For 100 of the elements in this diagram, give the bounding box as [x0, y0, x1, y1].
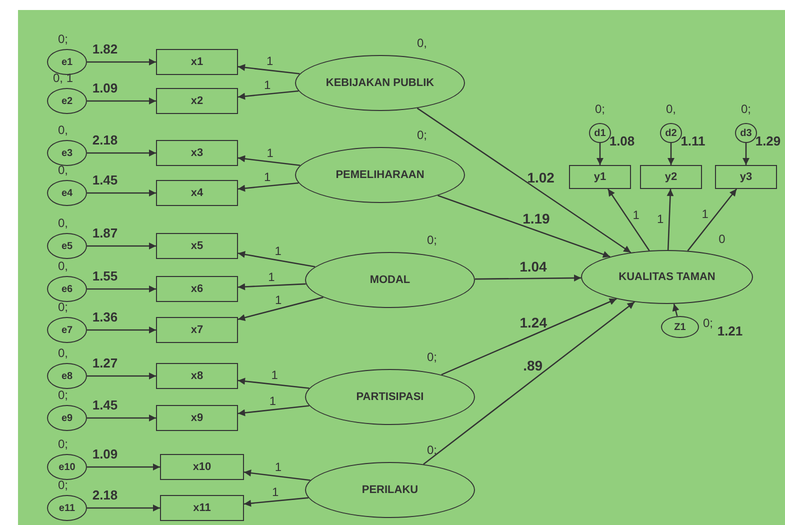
indicator-box	[156, 276, 238, 302]
parameter-label: 0;	[58, 436, 68, 453]
node-label: x6	[190, 282, 204, 297]
parameter-label: 0,	[58, 162, 68, 179]
arrow	[87, 242, 156, 250]
indicator-box	[160, 495, 244, 521]
edge-label: 1	[269, 392, 276, 410]
edge-label: 1	[702, 206, 708, 224]
parameter-label: 1.09	[92, 79, 118, 98]
indicator-box	[156, 317, 238, 343]
error-circle	[47, 180, 87, 206]
node-label: PEMELIHARAAN	[336, 168, 424, 183]
parameter-label: 0;	[595, 101, 605, 118]
parameter-label: 0,	[666, 101, 676, 118]
edge-label: 1	[266, 144, 274, 162]
node-label: x8	[190, 368, 204, 384]
arrow	[438, 194, 610, 258]
error-circle	[735, 123, 757, 143]
error-circle	[660, 123, 682, 143]
indicator-box	[156, 233, 238, 259]
node-label: e6	[61, 282, 73, 296]
arrow	[596, 143, 604, 165]
error-circle	[47, 454, 87, 480]
arrow	[238, 405, 310, 416]
indicator-box	[160, 454, 244, 480]
edge-label: 1	[271, 367, 278, 384]
indicator-box	[156, 49, 238, 75]
parameter-label: 1.29	[755, 132, 781, 150]
arrow	[238, 283, 306, 290]
edge-label: 1	[268, 268, 275, 286]
node-label: e2	[61, 94, 73, 108]
node-label: e9	[61, 412, 73, 426]
arrow	[423, 301, 635, 465]
edge-label: 1	[266, 53, 274, 70]
parameter-label: 0;	[427, 349, 437, 366]
edge-label: 1	[264, 77, 271, 94]
parameter-label: 1.45	[92, 171, 118, 190]
arrow	[238, 155, 300, 166]
error-circle	[47, 88, 87, 114]
edge-label: .89	[523, 356, 543, 376]
node-label: d3	[740, 126, 752, 140]
arrow	[244, 470, 310, 481]
parameter-label: 0,	[58, 345, 68, 362]
arrow	[87, 414, 156, 422]
arrow	[742, 143, 750, 165]
node-label: y3	[740, 170, 752, 185]
arrow	[238, 64, 300, 74]
latent-ellipse	[305, 462, 475, 518]
arrow	[672, 304, 680, 316]
indicator-box	[715, 165, 777, 189]
node-label: e8	[61, 370, 73, 384]
indicator-box	[569, 165, 631, 189]
error-circle	[661, 316, 699, 338]
arrow	[238, 251, 316, 268]
error-circle	[47, 405, 87, 431]
edge-label: 1	[274, 243, 282, 260]
node-label: e4	[61, 186, 73, 200]
node-label: y2	[664, 170, 678, 185]
arrow	[687, 188, 738, 252]
edge-label: 1	[632, 206, 640, 224]
arrow	[238, 378, 310, 389]
arrow	[87, 504, 160, 512]
arrow	[441, 298, 617, 376]
error-circle	[47, 49, 87, 75]
indicator-box	[640, 165, 702, 189]
node-label: x11	[193, 500, 211, 516]
node-label: d2	[665, 126, 677, 140]
parameter-label: 0,	[58, 258, 68, 275]
parameter-label: 0	[718, 231, 726, 248]
parameter-label: 2.18	[92, 486, 118, 504]
arrow	[238, 90, 299, 100]
parameter-label: 1.82	[92, 40, 118, 58]
parameter-label: 1.87	[92, 224, 118, 242]
node-label: x4	[190, 186, 204, 201]
node-label: d1	[594, 126, 606, 140]
edge-label: 1	[274, 459, 282, 476]
node-label: x1	[190, 54, 204, 70]
node-label: x2	[190, 94, 204, 109]
latent-ellipse	[295, 55, 465, 111]
node-label: x7	[190, 322, 204, 338]
arrow	[668, 143, 674, 165]
arrow	[416, 108, 632, 254]
node-label: MODAL	[370, 272, 410, 288]
arrow	[608, 188, 650, 251]
arrow	[87, 464, 160, 470]
indicator-box	[156, 140, 238, 166]
edge-label: 1	[264, 169, 271, 186]
error-circle	[47, 363, 87, 389]
edge-label: 1	[274, 292, 282, 309]
node-label: e10	[58, 460, 76, 474]
indicator-box	[156, 88, 238, 114]
arrow	[87, 98, 156, 104]
node-label: KEBIJAKAN PUBLIK	[326, 76, 434, 91]
parameter-label: 0,	[417, 35, 427, 52]
parameter-label: 1.08	[609, 132, 635, 150]
parameter-label: 1.27	[92, 354, 118, 372]
error-circle	[47, 140, 87, 166]
node-label: Z1	[674, 320, 686, 334]
parameter-label: 0;	[741, 101, 751, 118]
indicator-box	[156, 180, 238, 206]
